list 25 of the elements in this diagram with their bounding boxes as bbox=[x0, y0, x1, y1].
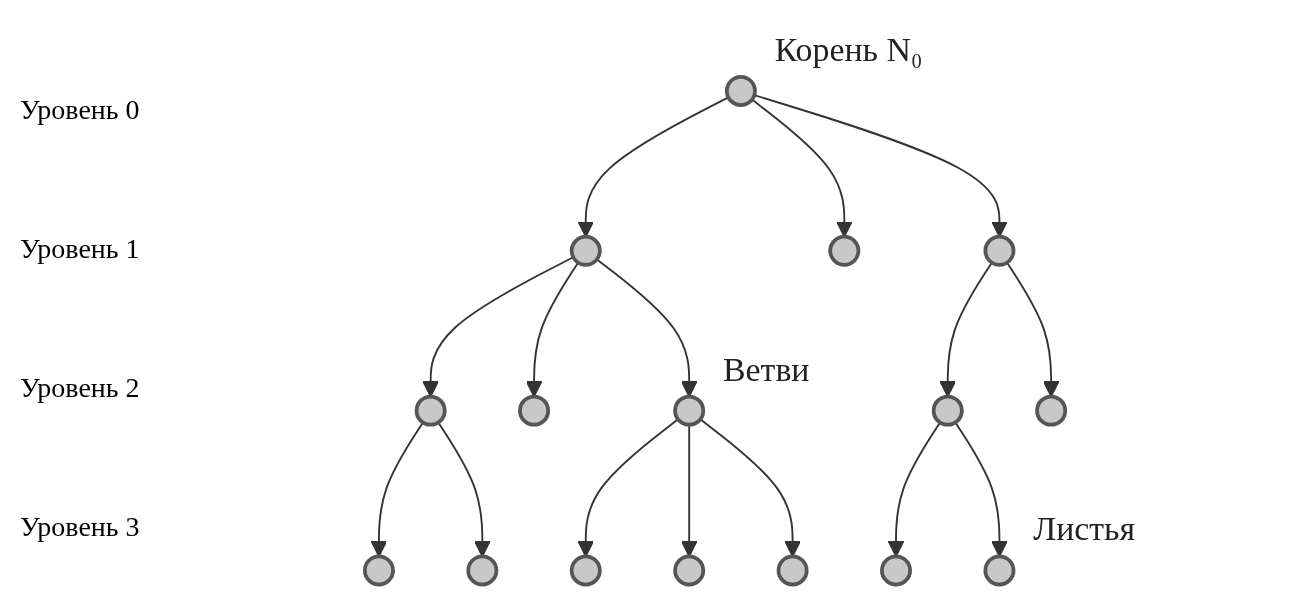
node-circle bbox=[518, 394, 551, 427]
node-circle bbox=[362, 554, 395, 587]
node-circle bbox=[414, 394, 447, 427]
node-circle bbox=[1035, 394, 1068, 427]
node-circle bbox=[569, 235, 602, 268]
node-circle bbox=[983, 235, 1016, 268]
node-caption: Листья bbox=[1033, 510, 1136, 548]
arrow bbox=[751, 98, 853, 238]
node-circle bbox=[569, 554, 602, 587]
level-label: Уровень 0 bbox=[20, 93, 141, 126]
node-circle bbox=[673, 394, 706, 427]
node-circle bbox=[880, 554, 912, 587]
node-circle bbox=[983, 554, 1016, 587]
node-circle bbox=[931, 394, 964, 427]
node-circle bbox=[673, 554, 706, 587]
node-circle bbox=[828, 235, 861, 268]
node-caption: Корень N₀ bbox=[774, 31, 923, 69]
arrow bbox=[753, 94, 1008, 238]
node-circle bbox=[466, 554, 499, 587]
node-circle bbox=[776, 554, 809, 587]
level-label: Уровень 3 bbox=[20, 510, 141, 543]
level-label: Уровень 1 bbox=[20, 232, 141, 265]
node-circle bbox=[724, 75, 757, 108]
node-caption: Ветви bbox=[723, 350, 810, 388]
level-label: Уровень 2 bbox=[20, 371, 141, 404]
